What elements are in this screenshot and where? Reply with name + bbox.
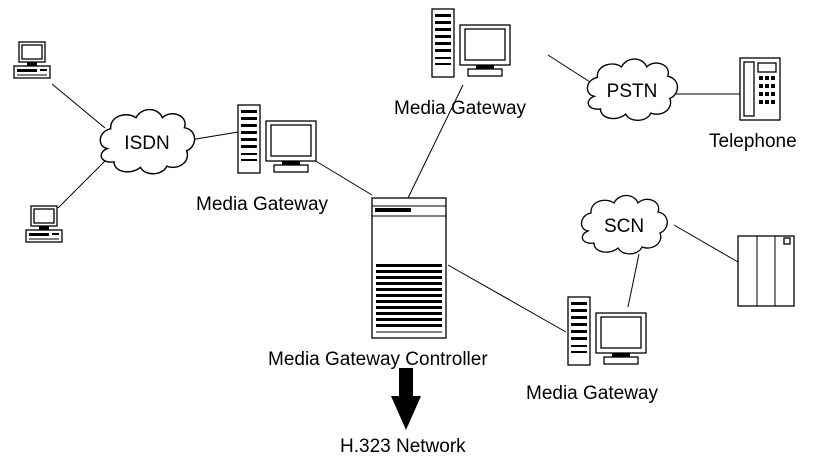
gateway-top-icon (431, 8, 511, 78)
link-gateway-top-pstn (547, 54, 591, 83)
link-scn-switch (673, 224, 739, 263)
scn-label: SCN (604, 216, 644, 237)
pstn-label: PSTN (607, 81, 658, 102)
gateway-left-label: Media Gateway (196, 194, 329, 215)
controller-icon (371, 197, 447, 339)
gateway-left-icon (237, 104, 317, 174)
connections (51, 54, 740, 333)
link-isdn-gateway-left (189, 131, 239, 141)
link-pc-top-isdn (51, 83, 106, 129)
link-pc-bottom-isdn (57, 155, 111, 209)
link-gateway-left-controller (313, 159, 373, 196)
pstn-cloud: PSTN (586, 58, 679, 122)
link-controller-gateway-right (447, 264, 567, 333)
telephone-label: Telephone (709, 131, 797, 152)
gateway-right-label: Media Gateway (526, 383, 659, 404)
h323-label: H.323 Network (340, 436, 466, 457)
link-controller-gateway-top (407, 84, 464, 199)
isdn-label: ISDN (124, 133, 169, 154)
gateway-right-icon (567, 296, 647, 366)
controller-label: Media Gateway Controller (268, 349, 488, 370)
down-arrow-icon (391, 368, 421, 430)
pc-top-icon (13, 41, 51, 79)
telephone-icon (739, 57, 781, 121)
pc-bottom-icon (25, 205, 63, 243)
scn-cloud: SCN (580, 194, 668, 255)
link-gateway-right-scn (627, 253, 640, 308)
switch-cabinet-icon (737, 235, 795, 307)
gateway-top-label: Media Gateway (394, 98, 527, 119)
isdn-cloud: ISDN (99, 108, 196, 175)
